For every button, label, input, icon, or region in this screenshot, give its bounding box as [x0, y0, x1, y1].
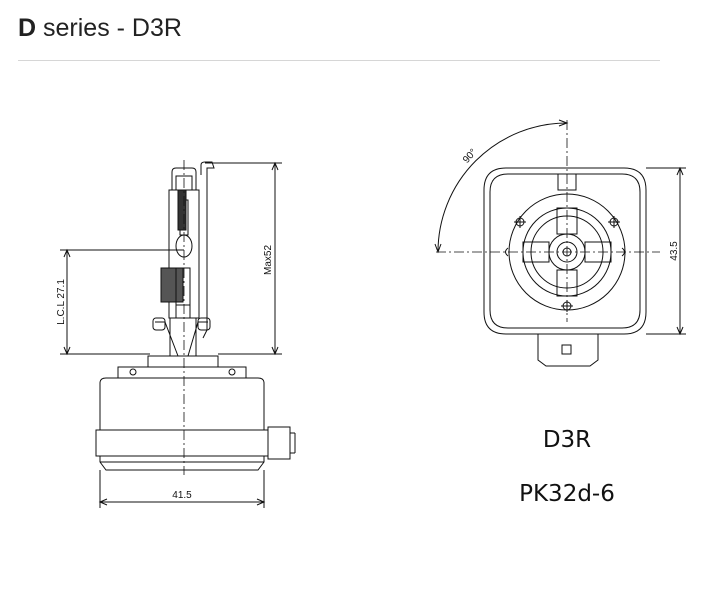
- title-rest: series - D3R: [36, 14, 182, 42]
- dim-angle: [434, 119, 569, 254]
- bulb-top-view: [483, 167, 647, 367]
- model-label: D3R: [542, 427, 592, 453]
- dim-max-height: [205, 161, 282, 356]
- page-title: D series - D3R: [18, 14, 182, 43]
- dim-width-label: 41.5: [172, 490, 192, 501]
- header-divider: [18, 60, 660, 61]
- dim-base-height: [646, 166, 686, 336]
- dim-width: [98, 470, 266, 508]
- dim-lcl: [60, 248, 184, 356]
- dim-lcl-label: L.C.L 27.1: [56, 279, 67, 325]
- dim-angle-label: 90°: [461, 147, 479, 166]
- dim-base-height-label: 43.5: [669, 241, 680, 261]
- bulb-side-view: [95, 161, 296, 471]
- dim-max-height-label: Max52: [263, 245, 274, 275]
- base-type-label: PK32d-6: [519, 481, 615, 507]
- title-prefix: D: [18, 14, 37, 42]
